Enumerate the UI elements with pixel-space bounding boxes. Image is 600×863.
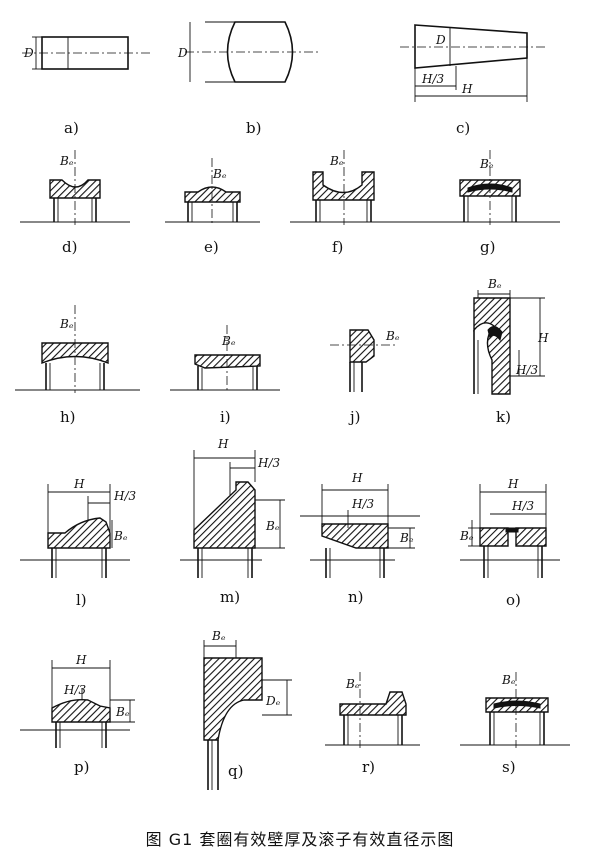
dim-l-B: Bₑ — [113, 529, 128, 543]
dim-m-B: Bₑ — [265, 519, 280, 533]
panel-p-drawing — [20, 660, 135, 748]
dim-m-H: H — [217, 437, 229, 451]
dim-p-B: Bₑ — [115, 705, 130, 719]
panel-label-f: f) — [332, 238, 343, 256]
dim-o-B: Bₑ — [459, 529, 474, 543]
dim-f-B: Bₑ — [329, 154, 344, 168]
dim-n-B: Bₑ — [399, 531, 414, 545]
panel-label-n: n) — [348, 588, 364, 606]
panel-r-drawing — [325, 672, 420, 748]
panel-h-drawing — [15, 305, 140, 393]
dim-c-H3: H/3 — [421, 72, 445, 86]
dim-m-H3: H/3 — [257, 456, 281, 470]
panel-label-s: s) — [502, 758, 516, 776]
panel-o-drawing — [460, 484, 560, 578]
panel-b-drawing — [185, 21, 318, 83]
panel-label-g: g) — [480, 238, 495, 256]
panel-l-drawing — [20, 484, 130, 578]
panel-e-drawing — [165, 158, 260, 225]
panel-s-drawing — [460, 672, 570, 748]
panel-label-k: k) — [496, 408, 511, 426]
dim-j-B: Bₑ — [385, 329, 400, 343]
panel-label-p: p) — [74, 758, 89, 776]
panel-label-a: a) — [64, 119, 79, 137]
panel-f-drawing — [290, 150, 400, 225]
dim-b-D: D — [177, 46, 188, 60]
panel-label-i: i) — [220, 408, 231, 426]
dim-h-B: Bₑ — [59, 317, 74, 331]
dim-k-H3: H/3 — [515, 363, 539, 377]
dim-g-B: Bₑ — [479, 157, 494, 171]
dim-i-B: Bₑ — [221, 334, 236, 348]
panel-label-e: e) — [204, 238, 219, 256]
panel-a-drawing — [22, 36, 150, 70]
panel-d-drawing — [20, 150, 130, 225]
dim-a-D: D — [23, 46, 34, 60]
dim-n-H3: H/3 — [351, 497, 375, 511]
dim-c-H: H — [461, 82, 473, 96]
figure-caption: 图 G1 套圈有效壁厚及滚子有效直径示图 — [145, 830, 455, 849]
dim-p-H3: H/3 — [63, 683, 87, 697]
panel-label-h: h) — [60, 408, 76, 426]
dim-e-B: Bₑ — [212, 167, 227, 181]
panel-c-drawing — [400, 24, 548, 102]
panel-label-r: r) — [362, 758, 375, 776]
dim-l-H3: H/3 — [113, 489, 137, 503]
panel-label-q: q) — [228, 762, 243, 780]
dim-l-H: H — [73, 477, 85, 491]
panel-j-drawing — [330, 329, 395, 392]
panel-label-j: j) — [348, 408, 361, 426]
dim-o-H3: H/3 — [511, 499, 535, 513]
panel-label-o: o) — [506, 591, 521, 609]
dim-q-B: Bₑ — [211, 629, 226, 643]
panel-g-drawing — [400, 150, 560, 225]
panel-label-b: b) — [246, 119, 261, 137]
panel-n-drawing — [300, 484, 420, 578]
dim-o-H: H — [507, 477, 519, 491]
panel-label-l: l) — [76, 591, 87, 609]
panel-label-c: c) — [456, 119, 470, 137]
panel-m-drawing — [180, 450, 285, 578]
dim-s-B: Bₑ — [501, 673, 516, 687]
panel-q-drawing — [203, 640, 292, 790]
dim-q-De: Dₑ — [265, 694, 281, 708]
panel-k-drawing — [473, 290, 545, 395]
dim-c-D: D — [435, 33, 446, 47]
dim-n-H: H — [351, 471, 363, 485]
dim-r-B: Bₑ — [345, 677, 360, 691]
panel-i-drawing — [170, 325, 280, 393]
dim-d-B: Bₑ — [59, 154, 74, 168]
dim-k-H: H — [537, 331, 549, 345]
panel-label-m: m) — [220, 588, 240, 606]
dim-k-B: Bₑ — [487, 277, 502, 291]
dim-p-H: H — [75, 653, 87, 667]
panel-label-d: d) — [62, 238, 77, 256]
